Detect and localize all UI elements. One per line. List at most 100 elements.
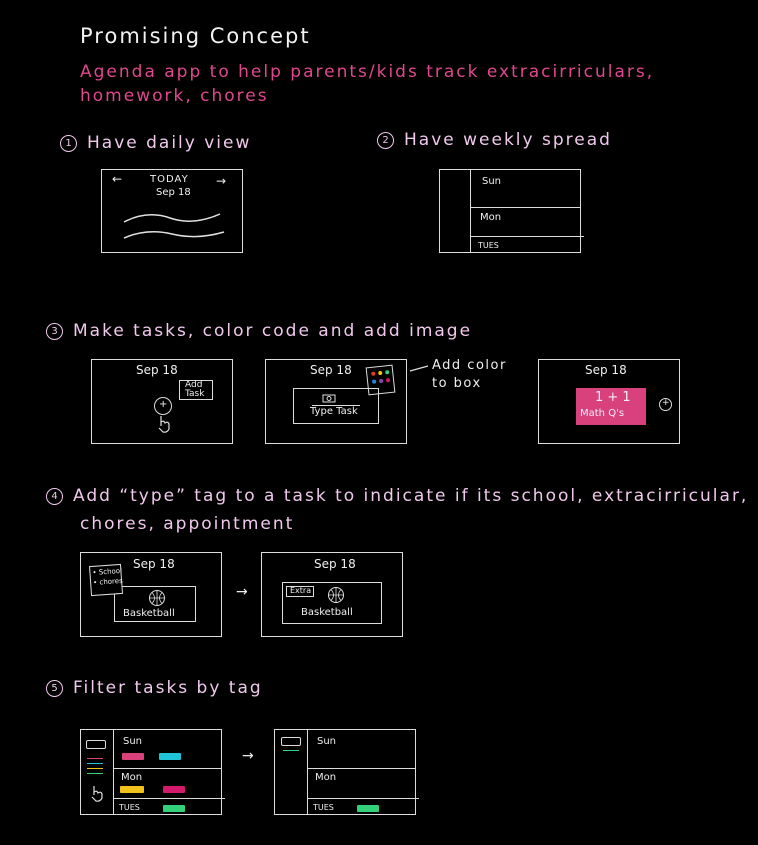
filter-day-mon: Mon — [121, 772, 143, 783]
filter-transition-arrow: → — [242, 748, 254, 764]
section-4-number: 4 — [46, 488, 63, 505]
filter-day-mon: Mon — [315, 772, 337, 783]
task-box: Type Task — [293, 388, 379, 424]
type-task-underline — [312, 405, 360, 406]
filter-color-pink — [87, 758, 103, 759]
task-box: Extra Basketball — [282, 582, 382, 624]
concept-description-line-1: Agenda app to help parents/kids track ex… — [80, 62, 655, 82]
task-tag-yellow — [120, 786, 144, 793]
section-1-heading: 1 Have daily view — [60, 133, 251, 153]
filter-after-sketch: Sun Mon TUES — [274, 729, 419, 815]
tag-option-chores: • chores — [92, 576, 123, 587]
page-title: Promising Concept — [80, 24, 311, 48]
section-4-text: Add “type” tag to a task to indicate if … — [73, 486, 749, 506]
extra-tag-label: Extra — [290, 586, 312, 595]
color-dot-green — [385, 370, 390, 375]
add-color-note-1: Add color — [432, 358, 507, 373]
add-task-plus-button: + — [154, 397, 172, 415]
filter-row-line — [113, 798, 225, 799]
basketball-icon — [149, 590, 165, 606]
basketball-task-label: Basketball — [123, 608, 175, 619]
weekly-spread-sketch: Sun Mon TUES — [439, 169, 584, 253]
weekly-divider — [470, 170, 471, 252]
filter-day-tues: TUES — [119, 803, 140, 812]
section-2-text: Have weekly spread — [404, 130, 612, 150]
filter-day-sun: Sun — [317, 736, 337, 747]
section-5-text: Filter tasks by tag — [73, 678, 263, 698]
math-task-line-1: 1 + 1 — [595, 390, 631, 405]
filter-before-sketch: Sun Mon TUES — [80, 729, 225, 815]
filter-dropdown — [86, 740, 106, 749]
camera-icon — [322, 394, 336, 403]
filter-color-green — [87, 773, 103, 774]
math-task-card: 1 + 1 Math Q's — [576, 388, 646, 425]
task-box: Basketball — [114, 586, 196, 622]
color-dot-magenta — [385, 378, 391, 383]
task-date: Sep 18 — [310, 363, 352, 377]
tag-dropdown-popup: • School • chores — [88, 563, 124, 597]
math-task-line-2: Math Q's — [580, 408, 625, 419]
section-3-number: 3 — [46, 323, 63, 340]
section-5-heading: 5 Filter tasks by tag — [46, 678, 263, 698]
color-palette-popup — [365, 364, 396, 396]
color-dot-yellow — [378, 370, 383, 376]
section-5-number: 5 — [46, 680, 63, 697]
section-3-heading: 3 Make tasks, color code and add image — [46, 321, 472, 341]
filter-day-sun: Sun — [123, 736, 143, 747]
plus-icon: + — [159, 399, 168, 410]
section-1-text: Have daily view — [87, 133, 252, 153]
task-date: Sep 18 — [585, 363, 627, 377]
type-task-label: Type Task — [310, 406, 358, 417]
add-task-sketch: Sep 18 Add Task + — [91, 359, 233, 444]
tag-option-school: • School — [92, 566, 123, 577]
colored-task-sketch: Sep 18 1 + 1 Math Q's + — [538, 359, 680, 444]
concept-description: Agenda app to help parents/kids track ex… — [80, 60, 654, 108]
color-dot-blue — [371, 379, 377, 384]
concept-description-line-2: homework, chores — [80, 86, 269, 106]
weekly-row-line — [470, 236, 584, 237]
task-tag-green — [163, 805, 185, 812]
filter-color-cyan — [87, 763, 103, 764]
add-color-note-2: to box — [432, 376, 482, 391]
tap-hand-icon — [158, 416, 170, 433]
annotation-pointer-line — [409, 365, 429, 372]
add-image-icon: + — [659, 398, 672, 411]
task-date: Sep 18 — [133, 557, 175, 571]
today-label: TODAY — [150, 174, 189, 185]
transition-arrow: → — [236, 584, 248, 600]
type-task-sketch: Sep 18 Type Task — [265, 359, 407, 444]
filter-row-line — [307, 768, 415, 769]
filter-row-line — [307, 798, 419, 799]
plus-icon: + — [662, 398, 670, 408]
tagged-task-sketch: Sep 18 Extra Basketball — [261, 552, 403, 637]
section-2-number: 2 — [377, 132, 394, 149]
next-day-arrow: → — [216, 174, 227, 188]
add-task-label-1: Add — [185, 380, 203, 390]
weekly-day-tues: TUES — [478, 241, 499, 250]
section-4-text-line-2: chores, appointment — [80, 514, 295, 534]
task-tag-pink — [122, 753, 144, 760]
task-tag-magenta — [163, 786, 185, 793]
section-3-text: Make tasks, color code and add image — [73, 321, 473, 341]
color-dot-red — [371, 371, 376, 376]
weekly-day-mon: Mon — [480, 212, 502, 223]
section-1-number: 1 — [60, 135, 77, 152]
filter-sidebar-divider — [307, 730, 308, 814]
daily-date: Sep 18 — [156, 187, 191, 198]
color-dot-purple — [378, 378, 384, 384]
basketball-icon — [328, 587, 344, 603]
filter-color-yellow — [87, 768, 103, 769]
scribble-lines — [123, 213, 225, 239]
section-4-heading: 4 Add “type” tag to a task to indicate if… — [46, 486, 748, 506]
basketball-task-label: Basketball — [301, 607, 353, 618]
filter-color-green — [283, 750, 299, 751]
task-tag-cyan — [159, 753, 181, 760]
section-2-heading: 2 Have weekly spread — [377, 130, 612, 150]
task-tag-green — [357, 805, 379, 812]
extra-tag-badge: Extra — [286, 586, 314, 597]
filter-dropdown — [281, 737, 301, 746]
task-date: Sep 18 — [136, 363, 178, 377]
filter-day-tues: TUES — [313, 803, 334, 812]
weekly-day-sun: Sun — [482, 176, 502, 187]
daily-view-sketch: ← TODAY → Sep 18 — [101, 169, 243, 253]
